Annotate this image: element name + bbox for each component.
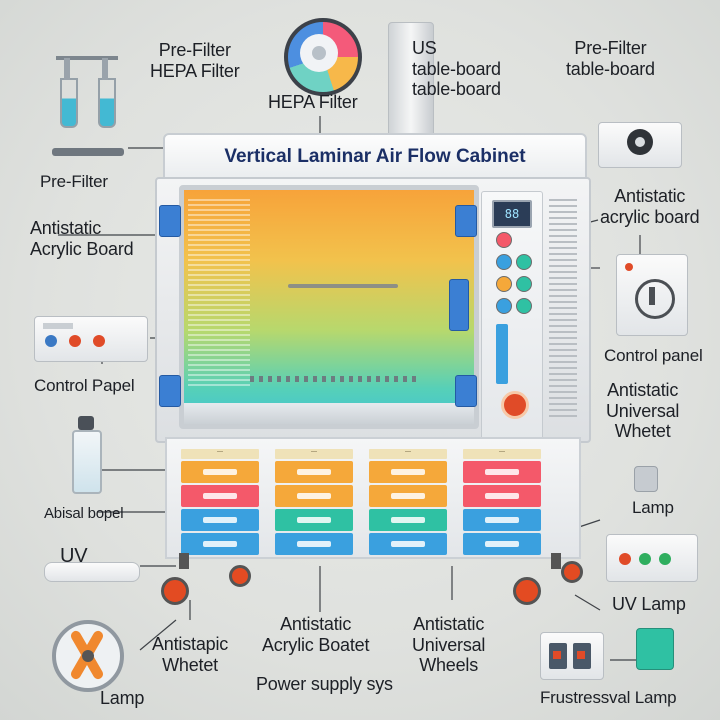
power-button[interactable] xyxy=(501,391,529,419)
drawer[interactable] xyxy=(463,533,541,555)
sash-clip-top-right xyxy=(455,205,477,237)
sash-clip-top-left xyxy=(159,205,181,237)
label-antistatic-left: Antistatic Acrylic Board xyxy=(30,218,134,259)
leg-right xyxy=(551,553,561,569)
drawer[interactable] xyxy=(181,461,259,483)
label-antistatic-universal-wheel: Antistatic Universal Whetet xyxy=(606,380,680,442)
label-antistatic-right: Antistatic acrylic board xyxy=(600,186,700,227)
drawer[interactable] xyxy=(181,533,259,555)
chamber-rail xyxy=(288,284,398,288)
drawer[interactable] xyxy=(369,509,447,531)
work-chamber xyxy=(179,185,479,429)
drawer-tag: — xyxy=(369,449,447,459)
drawer[interactable] xyxy=(181,509,259,531)
lamp-device-icon xyxy=(634,466,658,492)
knob-6[interactable] xyxy=(496,298,512,314)
label-antistatic-universal-wheels: Antistatic Universal Wheels xyxy=(412,614,486,676)
label-prefilter-right: Pre-Filter table-board xyxy=(566,38,655,79)
drawer-column-2: — xyxy=(275,449,353,557)
panel-display: 88 xyxy=(492,200,532,228)
side-vent xyxy=(549,197,577,417)
knob-1[interactable] xyxy=(496,232,512,248)
label-abisal-bopel: Abisal bopel xyxy=(44,505,124,522)
wheel-mid xyxy=(229,565,251,587)
drawer[interactable] xyxy=(463,509,541,531)
drawer[interactable] xyxy=(181,485,259,507)
cabinet-header: Vertical Laminar Air Flow Cabinet xyxy=(163,133,587,183)
wheel-left xyxy=(161,577,189,605)
small-lamp-icon xyxy=(636,628,674,670)
laminar-flow-cabinet: Vertical Laminar Air Flow Cabinet 88 xyxy=(155,133,591,605)
uv-lamp-box-icon xyxy=(606,534,698,582)
label-lamp-left: Lamp xyxy=(100,688,145,708)
label-power-supply: Power supply sys xyxy=(256,674,393,694)
work-tray xyxy=(184,403,474,424)
control-panel: 88 xyxy=(481,191,543,443)
filter-disc-icon xyxy=(284,18,362,96)
wheel-right xyxy=(513,577,541,605)
sash-clip-bottom-right xyxy=(455,375,477,407)
cabinet-title: Vertical Laminar Air Flow Cabinet xyxy=(224,146,526,167)
label-hepa-filter-top: HEPA Filter xyxy=(268,92,358,112)
bottle-icon xyxy=(72,416,102,494)
label-uv-lamp-right: UV Lamp xyxy=(612,594,686,614)
hepa-filter-grid xyxy=(188,196,250,386)
label-prefilter-hepa-left: Pre-Filter HEPA Filter xyxy=(150,40,240,81)
sash-handle[interactable] xyxy=(449,279,469,331)
socket-box-icon xyxy=(616,254,688,336)
cabinet-body: 88 xyxy=(155,177,591,443)
label-control-panel-right: Control panel xyxy=(604,346,703,365)
drawer-column-4: — xyxy=(463,449,541,557)
label-prefilter-left: Pre-Filter xyxy=(40,172,108,191)
drawer[interactable] xyxy=(463,461,541,483)
label-lamp-right: Lamp xyxy=(632,498,674,517)
status-strip xyxy=(496,324,508,384)
leg-left xyxy=(179,553,189,569)
label-uv-left: UV xyxy=(60,545,88,567)
knob-4[interactable] xyxy=(496,276,512,292)
control-box-icon xyxy=(34,316,148,362)
drawer[interactable] xyxy=(275,461,353,483)
drawer-tag: — xyxy=(181,449,259,459)
tray-icon xyxy=(44,562,140,582)
drawer[interactable] xyxy=(275,533,353,555)
turntable-box-icon xyxy=(598,122,682,168)
knob-2[interactable] xyxy=(496,254,512,270)
label-antistatic-acrylic-boatet: Antistatic Acrylic Boatet xyxy=(262,614,370,655)
label-antistapic-whetet: Antistapic Whetet xyxy=(152,634,229,675)
drawer[interactable] xyxy=(275,509,353,531)
chamber-vents xyxy=(250,376,420,382)
test-tubes-icon xyxy=(48,48,128,163)
drawer-base: — — — — xyxy=(165,437,581,559)
knob-3[interactable] xyxy=(516,254,532,270)
drawer-tag: — xyxy=(275,449,353,459)
drawer-tag: — xyxy=(463,449,541,459)
drawer[interactable] xyxy=(463,485,541,507)
drawer-column-1: — xyxy=(181,449,259,557)
label-control-papel-left: Control Papel xyxy=(34,376,135,395)
sash-clip-bottom-left xyxy=(159,375,181,407)
label-us-table-board: US table-board table-board xyxy=(412,38,501,100)
drawer[interactable] xyxy=(369,485,447,507)
drawer[interactable] xyxy=(369,461,447,483)
wheel-far-right xyxy=(561,561,583,583)
drawer[interactable] xyxy=(369,533,447,555)
label-frustressval-lamp: Frustressval Lamp xyxy=(540,688,677,707)
switch-panel-icon xyxy=(540,632,604,680)
knob-5[interactable] xyxy=(516,276,532,292)
drawer[interactable] xyxy=(275,485,353,507)
fan-icon xyxy=(52,620,124,692)
drawer-column-3: — xyxy=(369,449,447,557)
knob-7[interactable] xyxy=(516,298,532,314)
